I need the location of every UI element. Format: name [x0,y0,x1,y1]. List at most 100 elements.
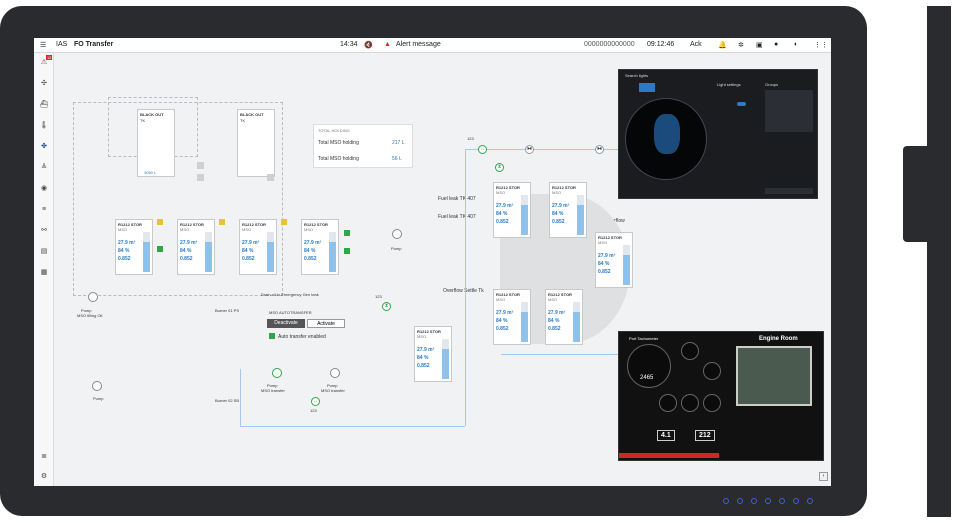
fo-transfer-diagram: BLACK OUT TK 3060 L BLACK OUT TK TOTAL H… [55,54,831,486]
valve-closed[interactable]: ⧓ [595,145,604,154]
fan-icon[interactable]: ✣ [41,80,47,87]
tank-sub: MSO [242,227,252,232]
pump-mso-filling[interactable] [88,292,98,302]
brightness-icon[interactable]: ◐ [794,41,799,48]
tank-icon[interactable]: ≜ [41,164,47,171]
tank-name: R1212 STOR [496,292,520,297]
circle-icon[interactable]: ◉ [40,185,48,192]
bezel-button[interactable] [793,498,799,504]
blackout-tank-2[interactable]: BLACK OUT TK [237,109,275,177]
tank-volume: 27.9 m³ [304,240,322,246]
level-bar [573,302,580,342]
tank-sub: MSO [180,227,190,232]
valve-open[interactable]: ↔ [478,145,487,154]
valve-icon[interactable]: ✤ [41,143,47,150]
tag-123: 123 [375,294,382,299]
activate-button[interactable]: Activate [307,319,345,328]
tank-volume: 27.9 m³ [548,310,566,316]
warning-indicator [219,219,225,225]
bezel-button[interactable] [723,498,729,504]
valve-open[interactable]: ⧗ [495,163,504,172]
warning-indicator [157,219,163,225]
tank-density: 0.852 [552,219,565,225]
layers-icon[interactable]: ≣ [41,453,47,460]
ship-icon[interactable]: ⛴ [39,101,49,108]
bell-icon[interactable]: 🔔 [718,42,727,49]
groups-title: Groups [765,82,779,87]
pump-mso-transfer-1[interactable] [272,368,282,378]
status-block [197,162,204,169]
tank-label: BLACK OUT [240,112,264,117]
page-title: FO Transfer [74,41,114,48]
pump-2[interactable] [392,229,402,239]
bezel-button[interactable] [751,498,757,504]
bezel-button[interactable] [779,498,785,504]
tank-percent: 84 % [548,318,560,324]
bezel-button[interactable] [807,498,813,504]
deactivate-button[interactable]: Deactivate [267,319,305,328]
blackout-tank-1[interactable]: BLACK OUT TK 3060 L [137,109,175,177]
pump-3[interactable] [92,381,102,391]
level-bar [329,232,336,272]
engine-room-title: Engine Room [759,336,798,342]
light-beam [654,114,680,154]
settings-icon[interactable]: ⚙ [40,473,48,480]
tank-percent: 84 % [496,211,508,217]
flow-icon[interactable]: ⚯ [41,227,47,234]
chat-icon[interactable]: ▣ [756,42,763,49]
engine-room-camera[interactable] [736,346,812,406]
collapse-icon[interactable]: ‹ [819,472,828,481]
level-bar [267,232,274,272]
holding-label-2: Total MSO holding [318,156,359,162]
level-bar [442,339,449,379]
bezel-button[interactable] [765,498,771,504]
bezel-button[interactable] [737,498,743,504]
auto-transfer-checkbox[interactable] [269,333,275,339]
light-toggle[interactable] [737,102,746,106]
thermometer-icon[interactable]: 🌡 [39,122,49,129]
pump-label: Pump [93,396,104,401]
pipe [240,426,465,427]
radar-view[interactable] [625,98,707,180]
valve-open[interactable]: ⧗ [382,302,391,311]
ack-button[interactable]: Ack [690,41,702,48]
level-bar [521,195,528,235]
apps-icon[interactable]: ⋮⋮ [814,42,828,49]
tank-sub: MSO [304,227,314,232]
app-name: IAS [56,41,68,48]
holding-value-1: 217 L [392,140,405,146]
level-bar [521,302,528,342]
network-icon[interactable]: ✲ [738,42,744,49]
alarm-icon[interactable]: ⚠ [40,59,48,66]
mute-icon[interactable]: 🔇 [364,42,373,49]
groups-list[interactable] [765,90,813,132]
user-icon[interactable]: ● [774,41,779,48]
sidebar: ⚠ ✣ ⛴ 🌡 ✤ ≜ ◉ ≡ ⚯ ▤ ▦ ≣ ⚙ 12 [34,53,54,486]
groups-button[interactable] [765,188,813,194]
tank-value: 3060 L [144,170,157,175]
document-icon[interactable]: ▤ [40,248,48,255]
status-block [267,174,274,181]
warning-indicator [281,219,287,225]
alert-message[interactable]: Alert message [396,41,441,48]
level-bar [577,195,584,235]
pump-mso-transfer-2[interactable] [330,368,340,378]
grid-icon[interactable]: ▦ [40,269,48,276]
menu-icon[interactable]: ☰ [40,42,47,49]
mode-button[interactable] [639,83,655,92]
valve-open[interactable]: ↔ [311,397,320,406]
holding-label-1: Total MSO holding [318,140,359,146]
list-icon[interactable]: ≡ [41,206,47,213]
auto-transfer-label: Auto transfer enabled [278,334,326,340]
valve-closed[interactable]: ⧓ [525,145,534,154]
